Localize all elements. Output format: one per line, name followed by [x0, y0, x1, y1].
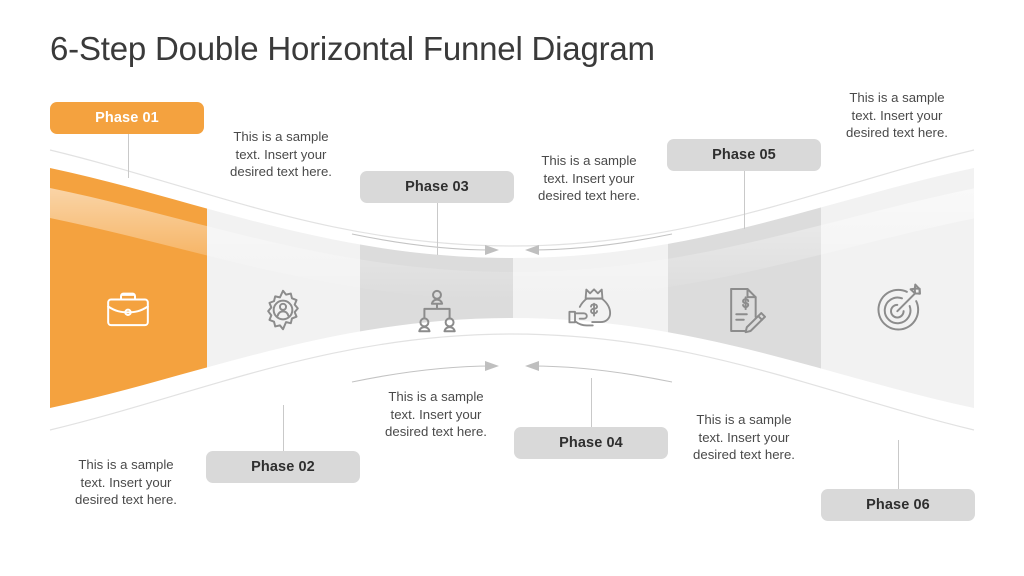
phase-label-4: Phase 04 [559, 435, 623, 451]
phase-label-2: Phase 02 [251, 459, 315, 475]
connector-line-5 [744, 171, 745, 229]
connector-line-2 [283, 405, 284, 451]
phase-label-6: Phase 06 [866, 497, 930, 513]
arrow-left-icon-top-1 [525, 245, 539, 255]
arrow-line-bottom-left-1 [530, 365, 673, 383]
connector-line-4 [591, 378, 592, 427]
invoice-dollar-icon [716, 282, 772, 338]
org-chart-icon [409, 282, 465, 338]
phase-label-1: Phase 01 [95, 110, 159, 126]
phase-label-3: Phase 03 [405, 179, 469, 195]
phase-badge-5[interactable]: Phase 05 [667, 139, 821, 171]
briefcase-icon [100, 282, 156, 338]
phase-badge-1[interactable]: Phase 01 [50, 102, 204, 134]
connector-line-3 [437, 203, 438, 255]
arrow-line-top-left-1 [530, 233, 673, 251]
sample-text-4: This is a sample text. Insert your desir… [385, 389, 487, 440]
sample-text-5: This is a sample text. Insert your desir… [846, 90, 948, 141]
target-arrow-icon [870, 282, 926, 338]
gear-user-icon [255, 282, 311, 338]
arrow-group-bottom [351, 365, 673, 383]
phase-label-5: Phase 05 [712, 147, 776, 163]
phase-badge-3[interactable]: Phase 03 [360, 171, 514, 203]
arrow-line-top-right-1 [351, 233, 494, 251]
arrow-left-icon-bottom-1 [525, 361, 539, 371]
page-title: 6-Step Double Horizontal Funnel Diagram [50, 30, 655, 67]
arrow-line-bottom-right-1 [351, 365, 494, 383]
arrow-group-top [351, 233, 673, 251]
sample-text-2: This is a sample text. Insert your desir… [75, 457, 177, 508]
phase-badge-2[interactable]: Phase 02 [206, 451, 360, 483]
funnel-sheen [50, 186, 974, 300]
phase-badge-6[interactable]: Phase 06 [821, 489, 975, 521]
arrow-right-icon-top-1 [485, 245, 499, 255]
money-bag-hand-icon [563, 282, 619, 338]
funnel-outline-bottom [49, 333, 975, 431]
phase-badge-4[interactable]: Phase 04 [514, 427, 668, 459]
sample-text-3: This is a sample text. Insert your desir… [538, 153, 640, 204]
sample-text-6: This is a sample text. Insert your desir… [693, 412, 795, 463]
connector-line-1 [128, 134, 129, 178]
sample-text-1: This is a sample text. Insert your desir… [230, 129, 332, 180]
connector-line-6 [898, 440, 899, 489]
arrow-right-icon-bottom-1 [485, 361, 499, 371]
